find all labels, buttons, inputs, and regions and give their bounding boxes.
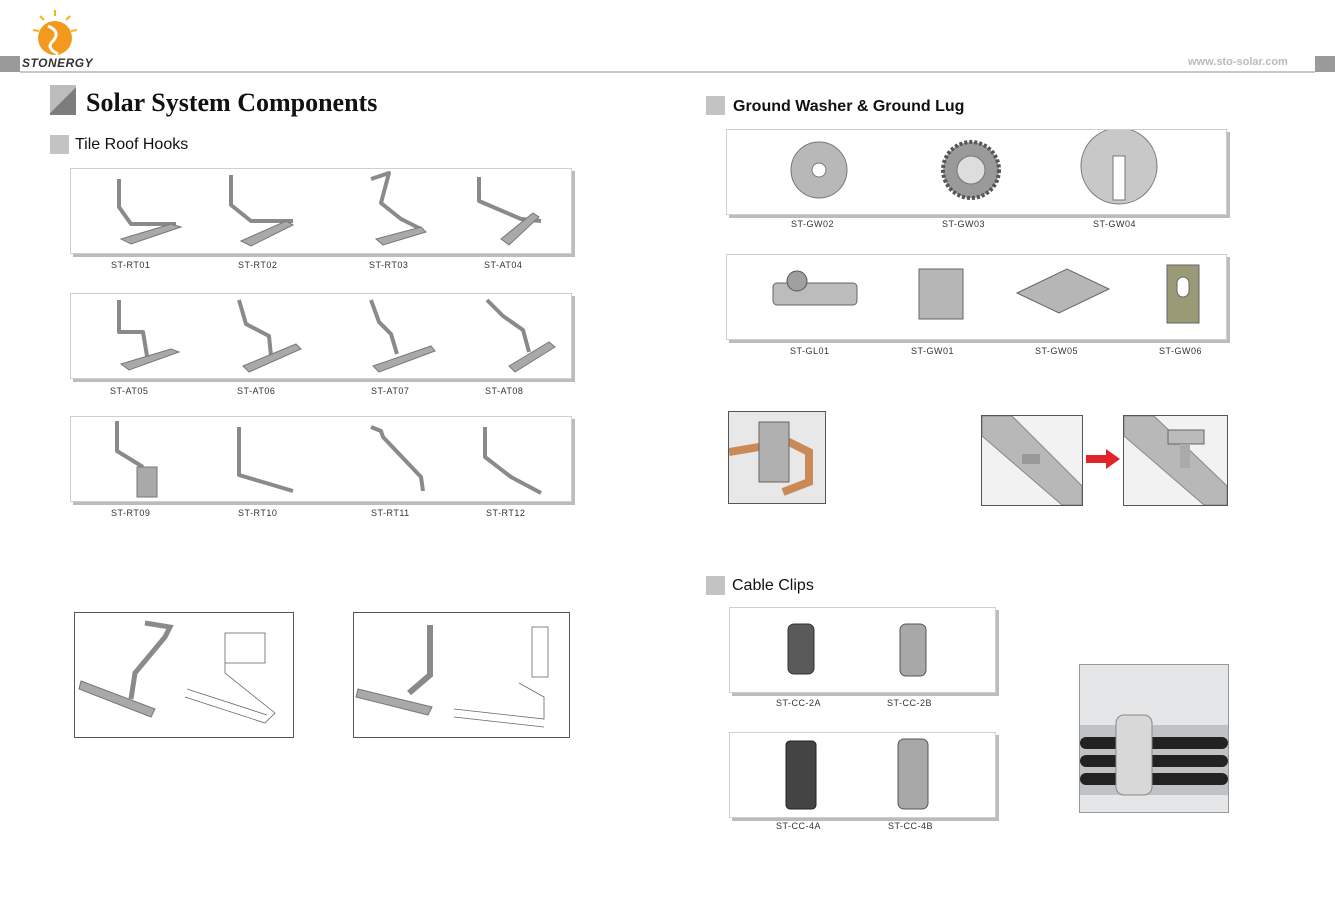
section-heading-tile-roof-hooks: Tile Roof Hooks bbox=[75, 136, 189, 153]
website-url: www.sto-solar.com bbox=[1188, 56, 1288, 68]
section-heading-ground: Ground Washer & Ground Lug bbox=[733, 98, 965, 115]
install-image bbox=[729, 412, 825, 503]
page-title: Solar System Components bbox=[86, 88, 378, 117]
cable-image bbox=[1080, 665, 1228, 812]
header-tab-left bbox=[0, 56, 20, 72]
hook-image-row-2 bbox=[117, 298, 556, 373]
label-hook: ST-RT02 bbox=[238, 260, 278, 270]
label-hook: ST-RT12 bbox=[486, 508, 526, 518]
section-marker-icon bbox=[50, 135, 69, 154]
label-cable-clip: ST-CC-4B bbox=[888, 821, 934, 831]
label-hook: ST-AT06 bbox=[237, 386, 276, 396]
cable-clip-panel-1 bbox=[729, 607, 996, 693]
label-hook: ST-RT03 bbox=[369, 260, 409, 270]
title-marker-icon bbox=[50, 85, 76, 115]
drawing-image bbox=[78, 620, 276, 724]
label-hook: ST-RT01 bbox=[111, 260, 151, 270]
ground-washer-image bbox=[790, 130, 1158, 205]
cable-clip-image-1 bbox=[787, 623, 927, 677]
label-hook: ST-AT07 bbox=[371, 386, 410, 396]
rail-photo-after bbox=[1123, 415, 1228, 506]
label-hook: ST-AT04 bbox=[484, 260, 523, 270]
header-tab-right bbox=[1315, 56, 1335, 72]
hook-panel-row-1 bbox=[70, 168, 572, 254]
red-arrow bbox=[1086, 449, 1120, 469]
hook-image-row-1 bbox=[117, 171, 542, 247]
hook-panel-row-2 bbox=[70, 293, 572, 379]
ground-lug-image bbox=[772, 264, 1200, 324]
label-ground-lug: ST-GW06 bbox=[1159, 346, 1203, 356]
rail-image bbox=[1124, 416, 1227, 505]
label-hook: ST-RT11 bbox=[371, 508, 410, 518]
cable-clip-install-photo bbox=[1079, 664, 1229, 813]
cable-clip-panel-2 bbox=[729, 732, 996, 818]
label-cable-clip: ST-CC-2B bbox=[887, 698, 933, 708]
label-ground-lug: ST-GW01 bbox=[911, 346, 955, 356]
label-ground-lug: ST-GW05 bbox=[1035, 346, 1079, 356]
label-hook: ST-RT09 bbox=[111, 508, 151, 518]
section-marker-icon bbox=[706, 576, 725, 595]
label-ground-washer: ST-GW04 bbox=[1093, 219, 1137, 229]
label-ground-washer: ST-GW02 bbox=[791, 219, 835, 229]
rail-photo-before bbox=[981, 415, 1083, 506]
hook-technical-drawing-2 bbox=[353, 612, 570, 738]
drawing-image bbox=[355, 625, 549, 728]
sun-logo-icon bbox=[32, 10, 78, 56]
cable-clip-image-2 bbox=[785, 738, 929, 810]
label-ground-lug: ST-GL01 bbox=[790, 346, 830, 356]
label-hook: ST-RT10 bbox=[238, 508, 278, 518]
rail-image bbox=[982, 416, 1082, 505]
label-hook: ST-AT05 bbox=[110, 386, 149, 396]
brand-name: STONERGY bbox=[22, 56, 94, 70]
hook-panel-row-3 bbox=[70, 416, 572, 502]
label-ground-washer: ST-GW03 bbox=[942, 219, 986, 229]
arrow-right-icon bbox=[1086, 449, 1120, 469]
label-cable-clip: ST-CC-4A bbox=[776, 821, 822, 831]
ground-washer-panel bbox=[726, 129, 1227, 215]
section-marker-icon bbox=[706, 96, 725, 115]
ground-lug-install-photo bbox=[728, 411, 826, 504]
hook-image-row-3 bbox=[115, 421, 542, 498]
label-cable-clip: ST-CC-2A bbox=[776, 698, 822, 708]
ground-lug-panel bbox=[726, 254, 1227, 340]
label-hook: ST-AT08 bbox=[485, 386, 524, 396]
header-divider bbox=[20, 71, 1315, 73]
section-heading-cable-clips: Cable Clips bbox=[732, 577, 814, 594]
hook-technical-drawing-1 bbox=[74, 612, 294, 738]
logo bbox=[30, 8, 80, 58]
